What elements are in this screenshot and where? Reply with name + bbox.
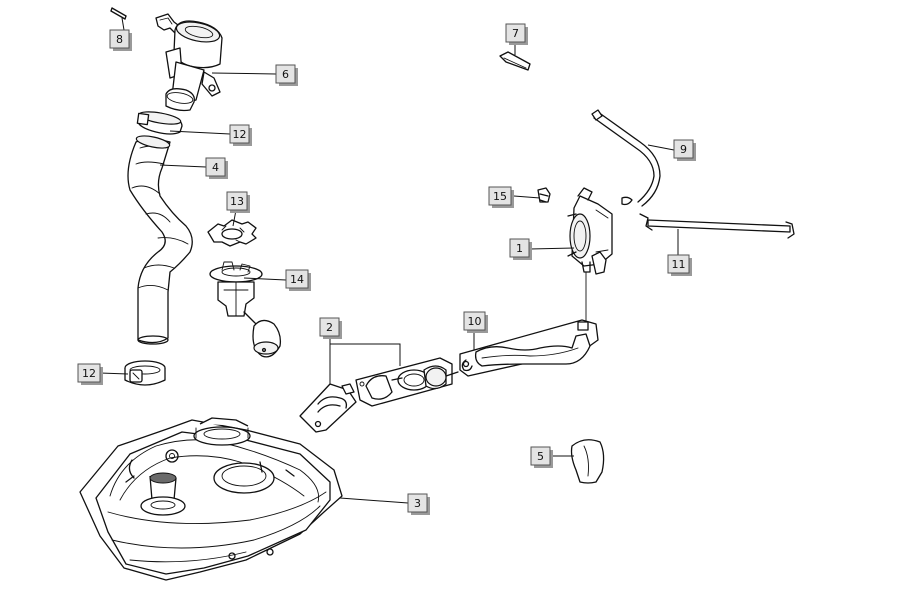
callout-12-lower: 12 (77, 363, 103, 385)
callout-12-upper: 12 (229, 124, 252, 146)
part-13-lock-ring (208, 220, 256, 246)
callout-7: 7 (505, 23, 528, 45)
part-12-upper-clamp (137, 109, 182, 134)
part-14-level-sender (210, 262, 280, 357)
callout-4: 4 (205, 157, 228, 179)
part-4-filler-hose (128, 134, 192, 344)
part-9-vent-tube (592, 110, 660, 206)
callout-12-upper-label: 12 (233, 128, 247, 141)
callout-13: 13 (226, 191, 250, 213)
callout-1-label: 1 (516, 242, 523, 255)
callout-2: 2 (319, 317, 342, 339)
part-12-lower-clamp (125, 361, 165, 385)
callout-14: 14 (285, 269, 311, 291)
callout-5: 5 (530, 446, 553, 468)
callout-3: 3 (407, 493, 430, 515)
callout-5-label: 5 (537, 450, 544, 463)
callout-3-label: 3 (414, 497, 421, 510)
callout-15: 15 (488, 186, 514, 208)
callout-8: 8 (109, 29, 132, 51)
callout-14-label: 14 (290, 273, 304, 286)
callout-12-lower-label: 12 (82, 367, 96, 380)
part-10-fuel-hose (460, 320, 598, 376)
part-2-fuel-filter (300, 358, 458, 432)
callout-9: 9 (673, 139, 696, 161)
part-8-pin (111, 8, 126, 19)
part-5-pad (572, 440, 604, 483)
callout-13-label: 13 (230, 195, 244, 208)
part-7-clip (500, 52, 530, 70)
callout-10: 10 (463, 311, 488, 333)
callout-10-label: 10 (468, 315, 482, 328)
part-15-bolt (538, 188, 550, 202)
callout-6-label: 6 (282, 68, 289, 81)
part-6-filler-neck (156, 14, 222, 111)
callout-4-label: 4 (212, 161, 219, 174)
callout-2-label: 2 (326, 321, 333, 334)
part-1-fuel-pump (568, 188, 612, 274)
part-11-long-tube (640, 214, 794, 238)
callout-11-label: 11 (672, 258, 686, 271)
callout-8-label: 8 (116, 33, 123, 46)
callout-15-label: 15 (493, 190, 507, 203)
callout-11: 11 (667, 254, 692, 276)
callout-9-label: 9 (680, 143, 687, 156)
callout-7-label: 7 (512, 27, 519, 40)
callout-1: 1 (509, 238, 532, 260)
callout-6: 6 (275, 64, 298, 86)
leader-lines (99, 17, 679, 504)
part-3-fuel-tank (80, 418, 342, 580)
